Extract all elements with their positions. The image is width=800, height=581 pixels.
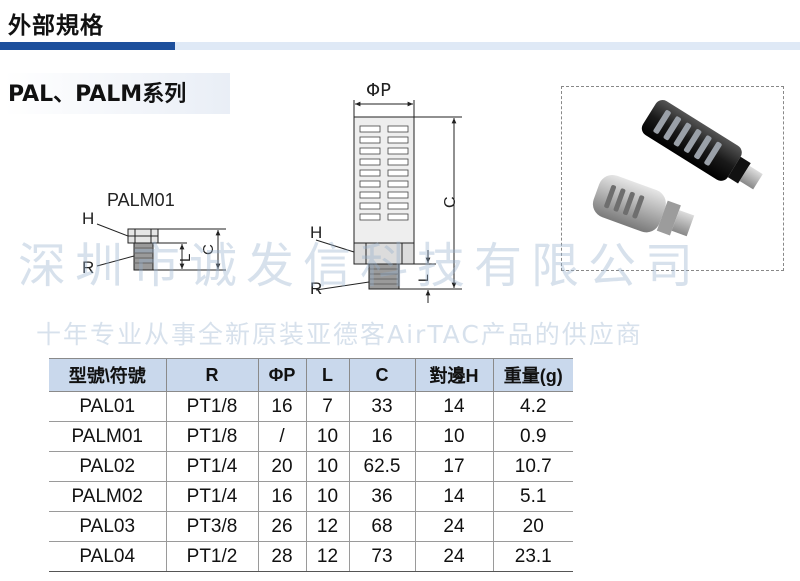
series-title-background: [4, 73, 230, 114]
table-cell: 33: [348, 391, 416, 422]
table-cell: 17: [414, 451, 494, 482]
table-row: PAL03 PT3/8 26 12 68 24 20: [49, 511, 573, 542]
pal-diameter-label: ΦP: [366, 80, 391, 101]
table-cell: 62.5: [348, 451, 416, 482]
table-cell: PAL02: [49, 451, 167, 482]
table-cell: /: [257, 421, 307, 452]
table-row: PALM02 PT1/4 16 10 36 14 5.1: [49, 481, 573, 512]
column-header: L: [305, 358, 350, 392]
table-cell: 10: [305, 451, 350, 482]
series-title: PAL、PALM系列: [8, 82, 187, 107]
pal-c-label: C: [442, 196, 459, 208]
table-cell: 26: [257, 511, 307, 542]
spec-table: 型號\符號 R ΦP L C 對邊H 重量(g) PAL01 PT1/8 16 …: [49, 358, 573, 572]
table-cell: 14: [414, 481, 494, 512]
table-cell: 73: [348, 541, 416, 572]
table-row: PAL01 PT1/8 16 7 33 14 4.2: [49, 391, 573, 422]
table-cell: 28: [257, 541, 307, 572]
column-header: C: [348, 358, 416, 392]
table-cell: 23.1: [492, 541, 573, 572]
table-cell: 7: [305, 391, 350, 422]
table-cell: 20: [257, 451, 307, 482]
black-silencer-image: [641, 100, 763, 190]
table-row: PALM01 PT1/8 / 10 16 10 0.9: [49, 421, 573, 452]
column-header: 對邊H: [414, 358, 494, 392]
table-cell: 10: [305, 481, 350, 512]
pal-r-label: R: [310, 279, 322, 298]
table-cell: PT1/4: [165, 481, 259, 512]
table-cell: 12: [305, 511, 350, 542]
table-cell: PAL04: [49, 541, 167, 572]
palm01-c-label: C: [200, 244, 217, 255]
title-underline-bar: [0, 42, 800, 50]
palm01-drawing: PALM01: [96, 190, 226, 271]
table-cell: PT1/4: [165, 451, 259, 482]
table-cell: PT1/8: [165, 421, 259, 452]
table-cell: 14: [414, 391, 494, 422]
table-cell: 24: [414, 541, 494, 572]
table-cell: 68: [348, 511, 416, 542]
palm01-r-label: R: [82, 258, 94, 277]
table-cell: 16: [257, 391, 307, 422]
table-cell: PAL01: [49, 391, 167, 422]
pal-l-label: L: [415, 274, 431, 282]
column-header: R: [165, 358, 259, 392]
watermark-company: 深圳市诚发信科技有限公司: [18, 238, 703, 294]
table-cell: 16: [348, 421, 416, 452]
column-header: ΦP: [257, 358, 307, 392]
watermark-slogan: 十年专业从事全新原装亚德客AirTAC产品的供应商: [36, 320, 643, 349]
palm01-h-label: H: [82, 209, 94, 228]
table-cell: 12: [305, 541, 350, 572]
table-cell: PAL03: [49, 511, 167, 542]
table-cell: 10: [305, 421, 350, 452]
product-photo: [592, 100, 763, 237]
column-header: 重量(g): [492, 358, 573, 392]
table-cell: 4.2: [492, 391, 573, 422]
table-cell: PT1/2: [165, 541, 259, 572]
table-cell: 0.9: [492, 421, 573, 452]
table-cell: 10.7: [492, 451, 573, 482]
table-cell: 20: [492, 511, 573, 542]
pal-drawing: [315, 100, 462, 303]
gray-silencer-image: [592, 174, 695, 237]
pal-h-label: H: [310, 223, 322, 242]
column-header: 型號\符號: [49, 358, 167, 392]
palm01-l-label: L: [177, 254, 194, 262]
table-cell: 5.1: [492, 481, 573, 512]
section-title: 外部規格: [8, 13, 104, 39]
table-header-row: 型號\符號 R ΦP L C 對邊H 重量(g): [49, 358, 573, 392]
table-cell: PALM02: [49, 481, 167, 512]
table-row: PAL02 PT1/4 20 10 62.5 17 10.7: [49, 451, 573, 482]
table-cell: 10: [414, 421, 494, 452]
table-row: PAL04 PT1/2 28 12 73 24 23.1: [49, 541, 573, 572]
table-cell: 24: [414, 511, 494, 542]
product-photo-frame: [561, 86, 784, 271]
palm01-model-label: PALM01: [107, 190, 175, 210]
table-cell: 36: [348, 481, 416, 512]
table-cell: 16: [257, 481, 307, 512]
table-cell: PALM01: [49, 421, 167, 452]
table-cell: PT3/8: [165, 511, 259, 542]
table-cell: PT1/8: [165, 391, 259, 422]
